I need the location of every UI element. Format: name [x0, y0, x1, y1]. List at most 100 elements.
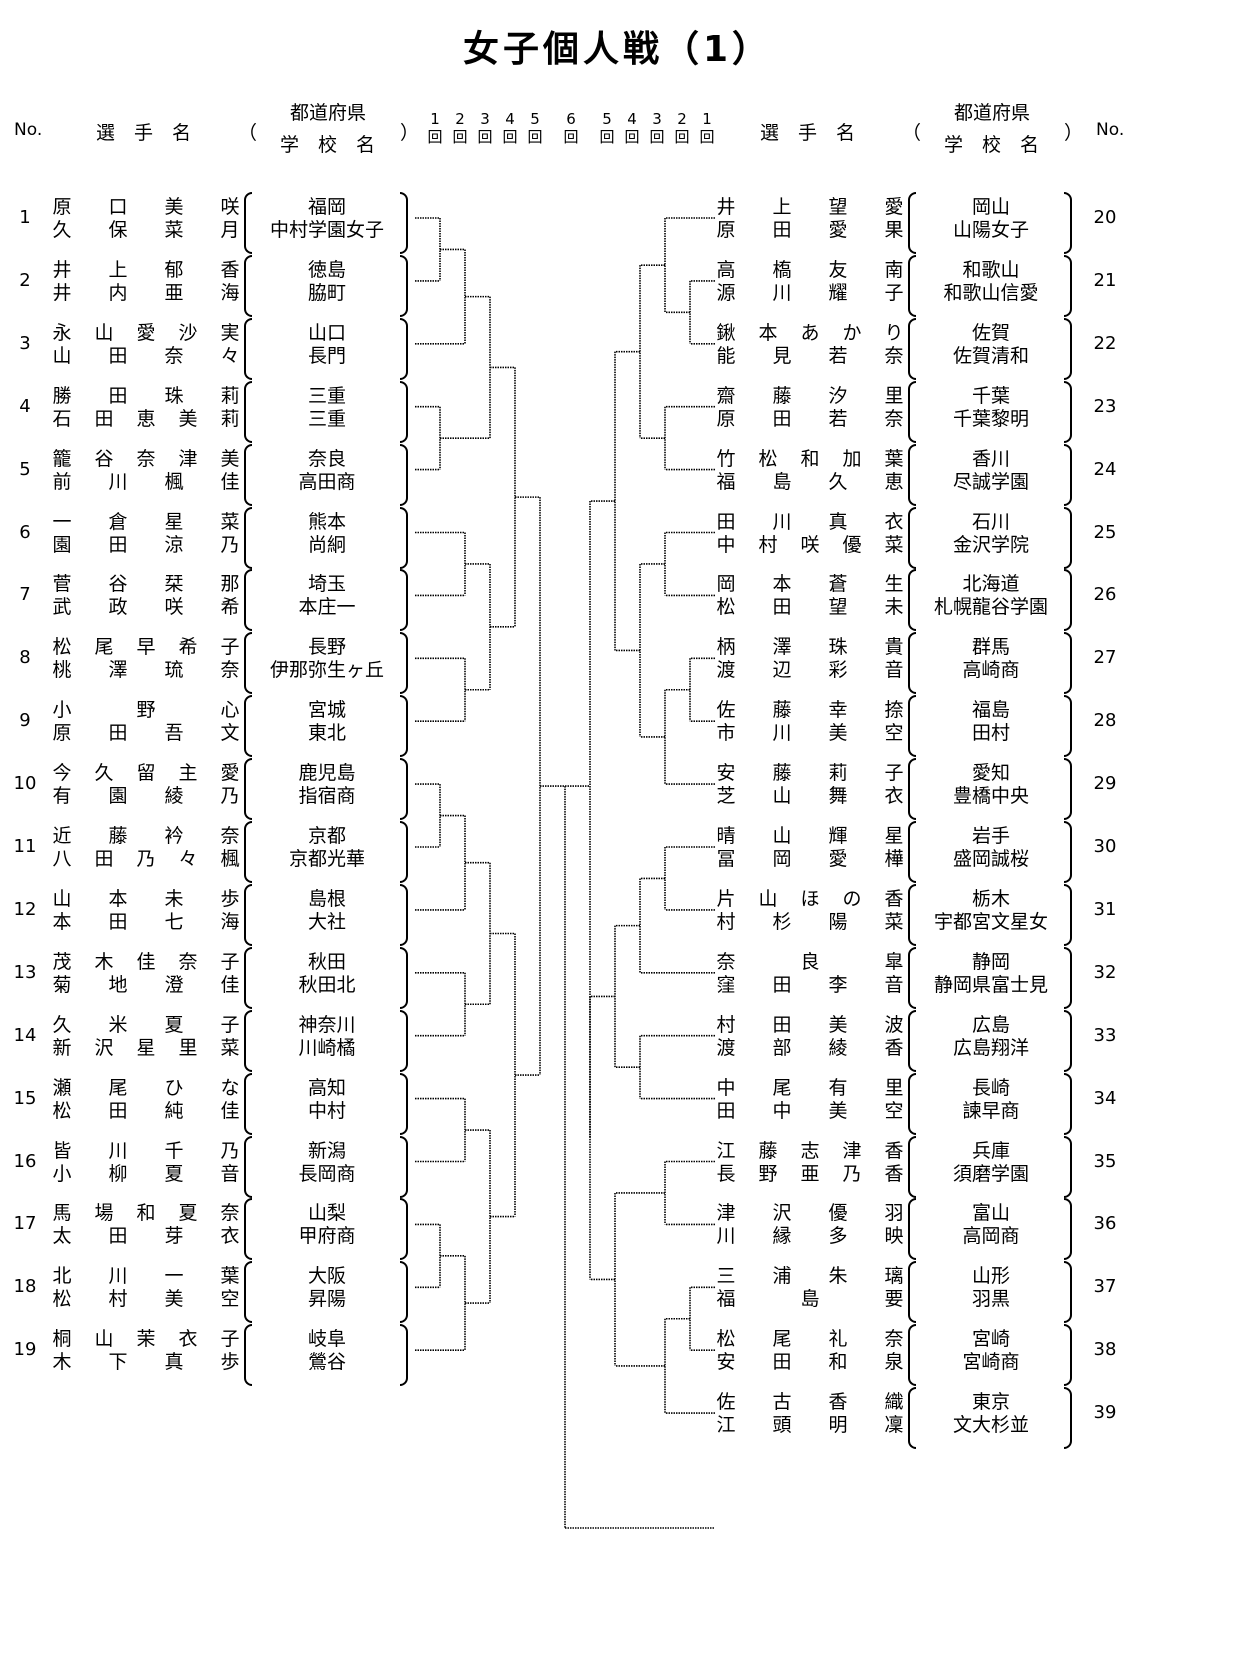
player-names: 馬場和夏奈太田芽衣: [50, 1202, 242, 1248]
player-name-2: 山田奈々: [52, 344, 240, 367]
round-label-right-2: 2 回: [674, 110, 690, 146]
player-name-2: 源川耀子: [716, 281, 904, 304]
entry-number: 22: [1093, 332, 1117, 354]
school-info: 京都京都光華: [252, 825, 402, 871]
school-info: 高知中村: [252, 1077, 402, 1123]
school-name: 静岡県富士見: [933, 973, 1048, 996]
player-name-1: 田川真衣: [716, 510, 904, 533]
page-title: 女子個人戦（1）: [462, 29, 773, 70]
player-names: 田川真衣中村咲優菜: [714, 511, 906, 557]
player-name-2: 中村咲優菜: [716, 533, 904, 556]
school-name: 昇陽: [307, 1288, 346, 1311]
school-name: 脇町: [307, 281, 346, 304]
player-names: 近藤衿奈八田乃々楓: [50, 825, 242, 871]
school-info: 大阪昇陽: [252, 1265, 402, 1311]
player-name-1: 山本未歩: [52, 887, 240, 910]
paren-right: [1064, 883, 1072, 946]
school-info: 佐賀佐賀清和: [916, 322, 1066, 368]
paren-left: [908, 192, 916, 254]
player-name-2: 太田芽衣: [52, 1225, 240, 1248]
player-names: 三浦朱璃福島要: [714, 1265, 906, 1311]
paren-right: [400, 883, 408, 946]
paren-left: [908, 1324, 916, 1387]
school-name: 川崎橘: [298, 1036, 356, 1059]
player-name-1: 柄澤珠貴: [716, 636, 904, 659]
school-name: 高田商: [298, 470, 356, 493]
player-names: 山本未歩本田七海: [50, 888, 242, 934]
player-name-2: 渡辺彩音: [716, 659, 904, 682]
entry-number: 27: [1093, 647, 1117, 669]
player-name-2: 小柳夏音: [52, 1162, 240, 1185]
player-name-1: 瀬尾ひな: [52, 1076, 240, 1099]
header-pref-right: 都道府県: [954, 102, 1031, 124]
player-names: 井上望愛原田愛果: [714, 196, 906, 242]
round-label-left-2: 2 回: [452, 110, 468, 146]
school-name: 大社: [307, 910, 346, 933]
school-name: 田村: [971, 722, 1010, 745]
player-names: 今久留主愛有園綾乃: [50, 762, 242, 808]
paren-left: [244, 695, 252, 758]
school-info: 東京文大杉並: [916, 1391, 1066, 1437]
player-name-2: 新沢星里菜: [52, 1036, 240, 1059]
header-school-right: 学 校 名: [944, 134, 1040, 156]
paren-left: [244, 1009, 252, 1072]
prefecture: 愛知: [971, 762, 1010, 785]
player-name-2: 松田純佳: [52, 1099, 240, 1122]
paren-left: [244, 821, 252, 883]
prefecture: 兵庫: [971, 1139, 1010, 1162]
paren-left: [244, 632, 252, 695]
round-label-left-5: 5 回: [527, 110, 543, 146]
entry-number: 10: [13, 773, 37, 795]
player-name-1: 籠谷奈津美: [52, 447, 240, 470]
paren-left: [908, 1387, 916, 1450]
player-name-1: 松尾礼奈: [716, 1328, 904, 1351]
school-name: 高崎商: [962, 659, 1020, 682]
player-name-2: 福島久恵: [716, 470, 904, 493]
header-paren-close-right: ）: [1064, 122, 1084, 144]
player-name-1: 松尾早希子: [52, 636, 240, 659]
prefecture: 北海道: [962, 573, 1020, 596]
player-name-2: 原田若奈: [716, 407, 904, 430]
player-name-2: 前川楓佳: [52, 470, 240, 493]
round-label-left-4: 4 回: [502, 110, 518, 146]
prefecture: 徳島: [307, 258, 346, 281]
paren-left: [244, 569, 252, 632]
paren-right: [400, 506, 408, 569]
entry-number: 2: [19, 269, 31, 291]
player-name-2: 福島要: [716, 1288, 904, 1311]
player-names: 佐藤幸捺市川美空: [714, 699, 906, 745]
round-label-left-3: 3 回: [477, 110, 493, 146]
paren-right: [1064, 1072, 1072, 1135]
paren-left: [908, 883, 916, 946]
player-name-1: 佐藤幸捺: [716, 699, 904, 722]
school-name: 本庄一: [298, 596, 356, 619]
player-names: 岡本蒼生松田望未: [714, 573, 906, 619]
prefecture: 京都: [307, 825, 346, 847]
player-names: 鍬本あかり能見若奈: [714, 322, 906, 368]
school-info: 岐阜鶯谷: [252, 1328, 402, 1374]
player-names: 片山ほの香村杉陽菜: [714, 888, 906, 934]
paren-right: [1064, 443, 1072, 506]
paren-left: [908, 1135, 916, 1198]
player-name-1: 中尾有里: [716, 1076, 904, 1099]
header-paren-open-right: （: [902, 122, 922, 144]
player-names: 北川一葉松村美空: [50, 1265, 242, 1311]
paren-left: [244, 1261, 252, 1324]
entry-number: 24: [1093, 458, 1117, 480]
prefecture: 岐阜: [307, 1328, 346, 1351]
school-name: 高岡商: [962, 1225, 1020, 1248]
paren-right: [1064, 380, 1072, 443]
paren-left: [244, 380, 252, 443]
school-info: 長野伊那弥生ヶ丘: [252, 636, 402, 682]
paren-right: [1064, 1135, 1072, 1198]
player-name-1: 鍬本あかり: [716, 321, 904, 344]
school-name: 山陽女子: [952, 219, 1029, 241]
school-name: 盛岡誠桜: [952, 848, 1029, 870]
player-name-1: 奈良皐: [716, 950, 904, 973]
paren-right: [400, 317, 408, 380]
player-name-2: 石田恵美莉: [52, 407, 240, 430]
header-school-left: 学 校 名: [280, 134, 376, 156]
paren-right: [1064, 946, 1072, 1009]
prefecture: 熊本: [307, 510, 346, 533]
school-name: 須磨学園: [952, 1162, 1029, 1185]
